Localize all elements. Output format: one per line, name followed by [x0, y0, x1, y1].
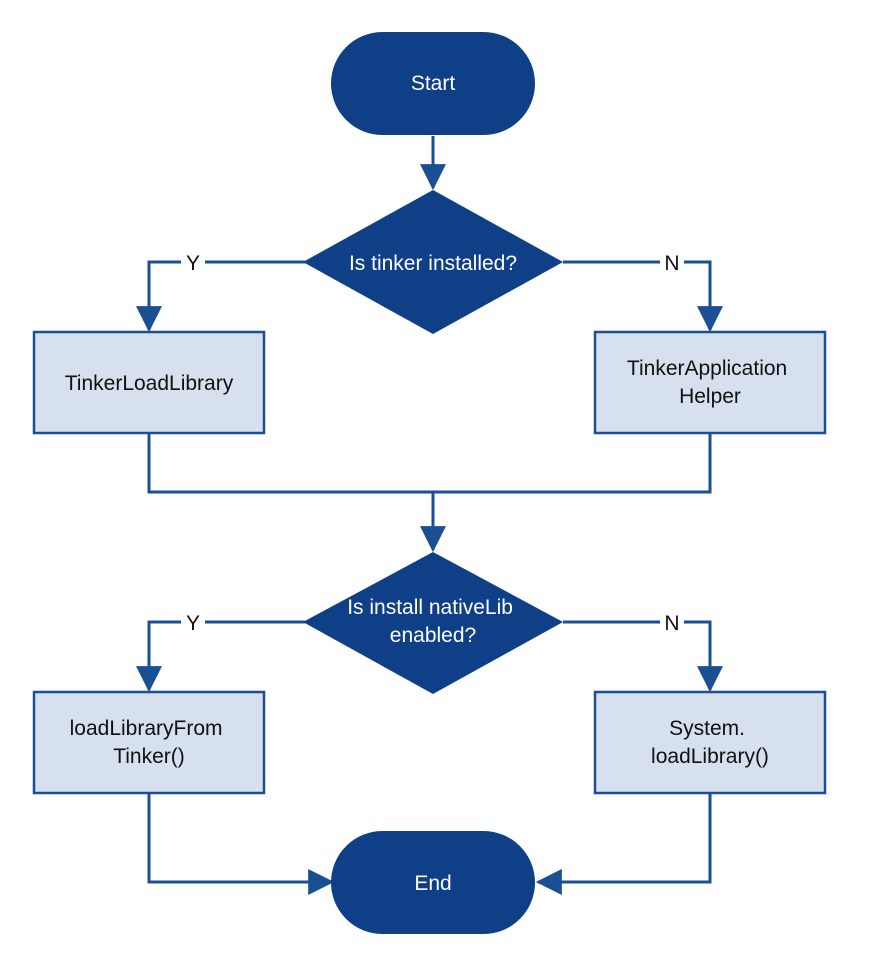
end-node: End	[331, 831, 535, 934]
connector-decision1-no	[563, 260, 723, 333]
process-tinker-load-library: TinkerLoadLibrary	[32, 330, 266, 435]
start-label: Start	[411, 72, 456, 95]
branch-label-decision1-no: N	[664, 252, 679, 275]
process-tinker-application-helper-line2: Helper	[679, 385, 741, 408]
connector-left-to-end	[147, 793, 335, 895]
process-load-library-from-tinker-line1: loadLibraryFrom	[70, 717, 223, 740]
branch-label-decision2-no: N	[664, 612, 679, 635]
connector-right-to-end	[535, 793, 712, 895]
decision-native-lib-enabled: Is install nativeLib enabled?	[303, 552, 563, 694]
decision-native-lib-enabled-line1: Is install nativeLib	[347, 596, 513, 619]
end-label: End	[414, 872, 451, 895]
connector-decision2-yes	[136, 620, 305, 693]
branch-label-decision1-yes: Y	[186, 252, 200, 275]
process-system-load-library-line2: loadLibrary()	[651, 745, 769, 768]
decision-native-lib-enabled-label: Is install nativeLib enabled?	[347, 596, 519, 647]
process-load-library-from-tinker: loadLibraryFrom Tinker()	[32, 690, 266, 795]
process-tinker-application-helper: TinkerApplication Helper	[593, 330, 827, 435]
process-tinker-application-helper-line1: TinkerApplication	[627, 357, 787, 380]
decision-native-lib-enabled-line2: enabled?	[390, 624, 476, 647]
branch-label-decision2-yes: Y	[186, 612, 200, 635]
connector-merge-line	[147, 433, 712, 494]
connector-decision2-no	[563, 620, 723, 693]
decision-tinker-installed-label: Is tinker installed?	[349, 252, 517, 275]
process-tinker-load-library-label: TinkerLoadLibrary	[65, 372, 234, 395]
process-system-load-library-line1: System.	[669, 717, 745, 740]
connector-decision1-yes	[136, 260, 305, 333]
start-node: Start	[331, 32, 535, 135]
process-system-load-library: System. loadLibrary()	[593, 690, 827, 795]
process-tinker-application-helper-label: TinkerApplication Helper	[627, 357, 793, 408]
process-load-library-from-tinker-label: loadLibraryFrom Tinker()	[70, 717, 229, 768]
decision-tinker-installed: Is tinker installed?	[303, 190, 563, 334]
process-system-load-library-label: System. loadLibrary()	[651, 717, 769, 768]
connectors	[136, 136, 723, 895]
process-load-library-from-tinker-line2: Tinker()	[113, 745, 185, 768]
